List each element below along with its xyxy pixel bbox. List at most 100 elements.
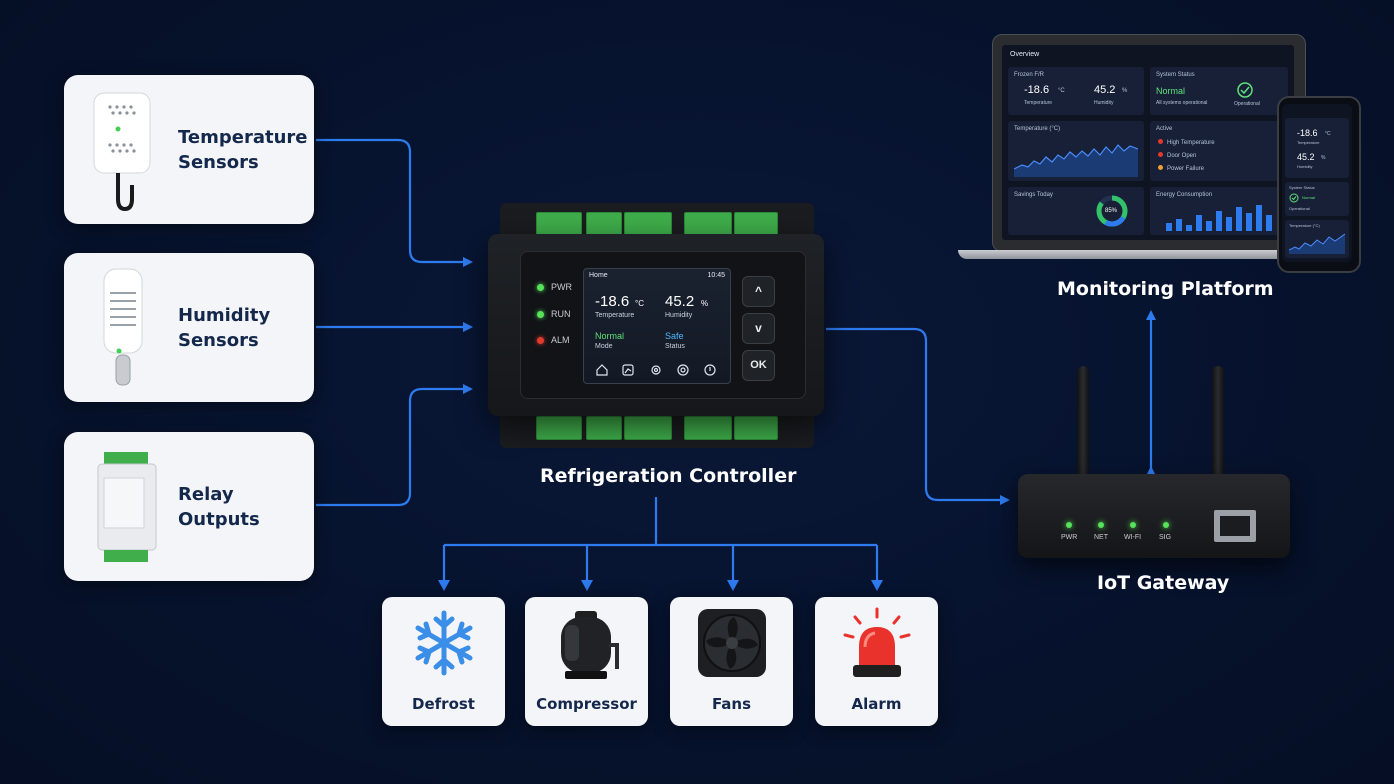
pwr-led-icon bbox=[537, 284, 544, 292]
phone-sparkline bbox=[1289, 233, 1345, 254]
dash-hum-label: Humidity bbox=[1094, 100, 1114, 106]
dashboard-savings-tile: Savings Today 85% bbox=[1008, 187, 1144, 235]
energy-title: Energy Consumption bbox=[1156, 192, 1213, 198]
alm-led-row: ALM bbox=[537, 335, 570, 345]
terminal-block bbox=[536, 416, 582, 440]
phone-status-title: System Status bbox=[1289, 185, 1315, 190]
relay-outputs-label-2: Outputs bbox=[178, 509, 260, 530]
alert-item: Door Open bbox=[1158, 152, 1196, 159]
wire-relay-to-controller bbox=[316, 384, 473, 507]
terminal-block bbox=[624, 212, 672, 236]
controller-screen: Home 10:45 -18.6 °C Temperature 45.2 % H… bbox=[583, 268, 731, 384]
phone-dashboard: -18.6 °C Temperature 45.2 % Humidity Sys… bbox=[1282, 104, 1352, 262]
energy-bars bbox=[1166, 205, 1272, 231]
relay-outputs-label-1: Relay bbox=[178, 484, 234, 505]
phone-temp-label: Temperature bbox=[1297, 140, 1320, 145]
up-button[interactable]: ^ bbox=[742, 276, 775, 307]
run-led-icon bbox=[537, 311, 544, 319]
gateway-pwr-led-icon bbox=[1066, 522, 1072, 528]
dash-hum-value: 45.2 bbox=[1094, 84, 1116, 96]
defrost-label: Defrost bbox=[412, 695, 475, 713]
phone-temp-unit: °C bbox=[1325, 131, 1331, 137]
phone-hum-label: Humidity bbox=[1297, 164, 1313, 169]
compressor-card: Compressor bbox=[525, 597, 648, 726]
terminal-block bbox=[624, 416, 672, 440]
controller-title: Refrigeration Controller bbox=[540, 465, 797, 487]
dashboard-temp-chart-tile: Temperature (°C) bbox=[1008, 121, 1144, 181]
temperature-sensors-label-2: Sensors bbox=[178, 152, 259, 173]
compressor-icon bbox=[561, 611, 619, 679]
savings-donut bbox=[1096, 195, 1128, 227]
screen-temp-label: Temperature bbox=[595, 312, 635, 319]
wire-controller-to-outputs bbox=[442, 497, 879, 588]
terminal-block bbox=[586, 212, 622, 236]
alarm-light-icon bbox=[843, 607, 911, 677]
gateway-sig-led-icon bbox=[1163, 522, 1169, 528]
gateway-sig-label: SIG bbox=[1159, 534, 1172, 541]
screen-status-label: Status bbox=[665, 343, 685, 350]
alm-led-label: ALM bbox=[551, 335, 570, 345]
screen-status-value: Safe bbox=[665, 331, 684, 341]
terminal-block bbox=[684, 212, 732, 236]
dash-temp-value: -18.6 bbox=[1024, 84, 1050, 96]
ok-button[interactable]: OK bbox=[742, 350, 775, 381]
dash-hum-unit: % bbox=[1122, 88, 1128, 94]
status-sub: All systems operational bbox=[1156, 100, 1208, 106]
dash-temp-unit: °C bbox=[1058, 88, 1065, 94]
phone-status-tile: System Status Normal Operational bbox=[1285, 182, 1349, 216]
alm-led-icon bbox=[537, 337, 544, 345]
temperature-sensors-label-1: Temperature bbox=[178, 127, 308, 148]
wire-temperature-to-controller bbox=[316, 138, 473, 267]
dashboard-alerts-tile: Active High Temperature Door Open Power … bbox=[1150, 121, 1288, 181]
terminal-block bbox=[586, 416, 622, 440]
defrost-card: Defrost bbox=[382, 597, 505, 726]
pwr-led-row: PWR bbox=[537, 282, 572, 292]
dashboard-header: Overview bbox=[1010, 51, 1040, 58]
dashboard-energy-tile: Energy Consumption bbox=[1150, 187, 1288, 235]
dashboard-readings-tile: Frozen F/R -18.6 °C Temperature 45.2 % H… bbox=[1008, 67, 1144, 115]
phone-temp-value: -18.6 bbox=[1297, 128, 1318, 138]
status-value: Normal bbox=[1156, 86, 1186, 96]
screen-time: 10:45 bbox=[707, 272, 725, 279]
run-led-label: RUN bbox=[551, 309, 571, 319]
relay-module-icon bbox=[97, 452, 157, 562]
wire-controller-to-gateway bbox=[826, 327, 1010, 505]
screen-hum-unit: % bbox=[701, 299, 709, 308]
pwr-led-label: PWR bbox=[551, 282, 572, 292]
laptop-dashboard: Overview Frozen F/R -18.6 °C Temperature… bbox=[1002, 45, 1294, 240]
gateway-net-led-icon bbox=[1098, 522, 1104, 528]
phone-chart-tile: Temperature (°C) bbox=[1285, 220, 1349, 258]
alert-item: High Temperature bbox=[1158, 139, 1215, 146]
gateway-wifi-led-icon bbox=[1130, 522, 1136, 528]
terminal-block bbox=[734, 212, 778, 236]
screen-mode-label: Mode bbox=[595, 343, 613, 350]
terminal-block bbox=[536, 212, 582, 236]
dashboard-status-tile: System Status Normal All systems operati… bbox=[1150, 67, 1288, 115]
status-title: System Status bbox=[1156, 72, 1195, 78]
check-circle-icon bbox=[1237, 82, 1253, 98]
alerts-title: Active bbox=[1156, 126, 1173, 132]
gateway-title: IoT Gateway bbox=[1097, 572, 1230, 594]
screen-hum-value: 45.2 bbox=[665, 293, 695, 310]
savings-value: 85% bbox=[1105, 208, 1118, 214]
gateway-net-label: NET bbox=[1094, 534, 1108, 541]
temperature-sensor-icon bbox=[93, 92, 151, 212]
ethernet-port-icon bbox=[1214, 510, 1256, 542]
gateway-antenna-right bbox=[1212, 366, 1224, 478]
fan-icon bbox=[698, 609, 766, 677]
alert-item: Power Failure bbox=[1158, 165, 1204, 172]
screen-temp-unit: °C bbox=[635, 299, 644, 308]
dash-temp-label: Temperature bbox=[1024, 100, 1053, 106]
humidity-sensors-label-2: Sensors bbox=[178, 330, 259, 351]
phone-chart-title: Temperature (°C) bbox=[1289, 223, 1320, 228]
savings-title: Savings Today bbox=[1014, 192, 1053, 198]
humidity-sensors-label-1: Humidity bbox=[178, 305, 271, 326]
screen-home-label: Home bbox=[589, 272, 608, 279]
phone-readings-tile: -18.6 °C Temperature 45.2 % Humidity bbox=[1285, 118, 1349, 178]
screen-hum-label: Humidity bbox=[665, 312, 693, 319]
down-button[interactable]: v bbox=[742, 313, 775, 344]
screen-temp-value: -18.6 bbox=[595, 293, 630, 310]
alarm-card: Alarm bbox=[815, 597, 938, 726]
